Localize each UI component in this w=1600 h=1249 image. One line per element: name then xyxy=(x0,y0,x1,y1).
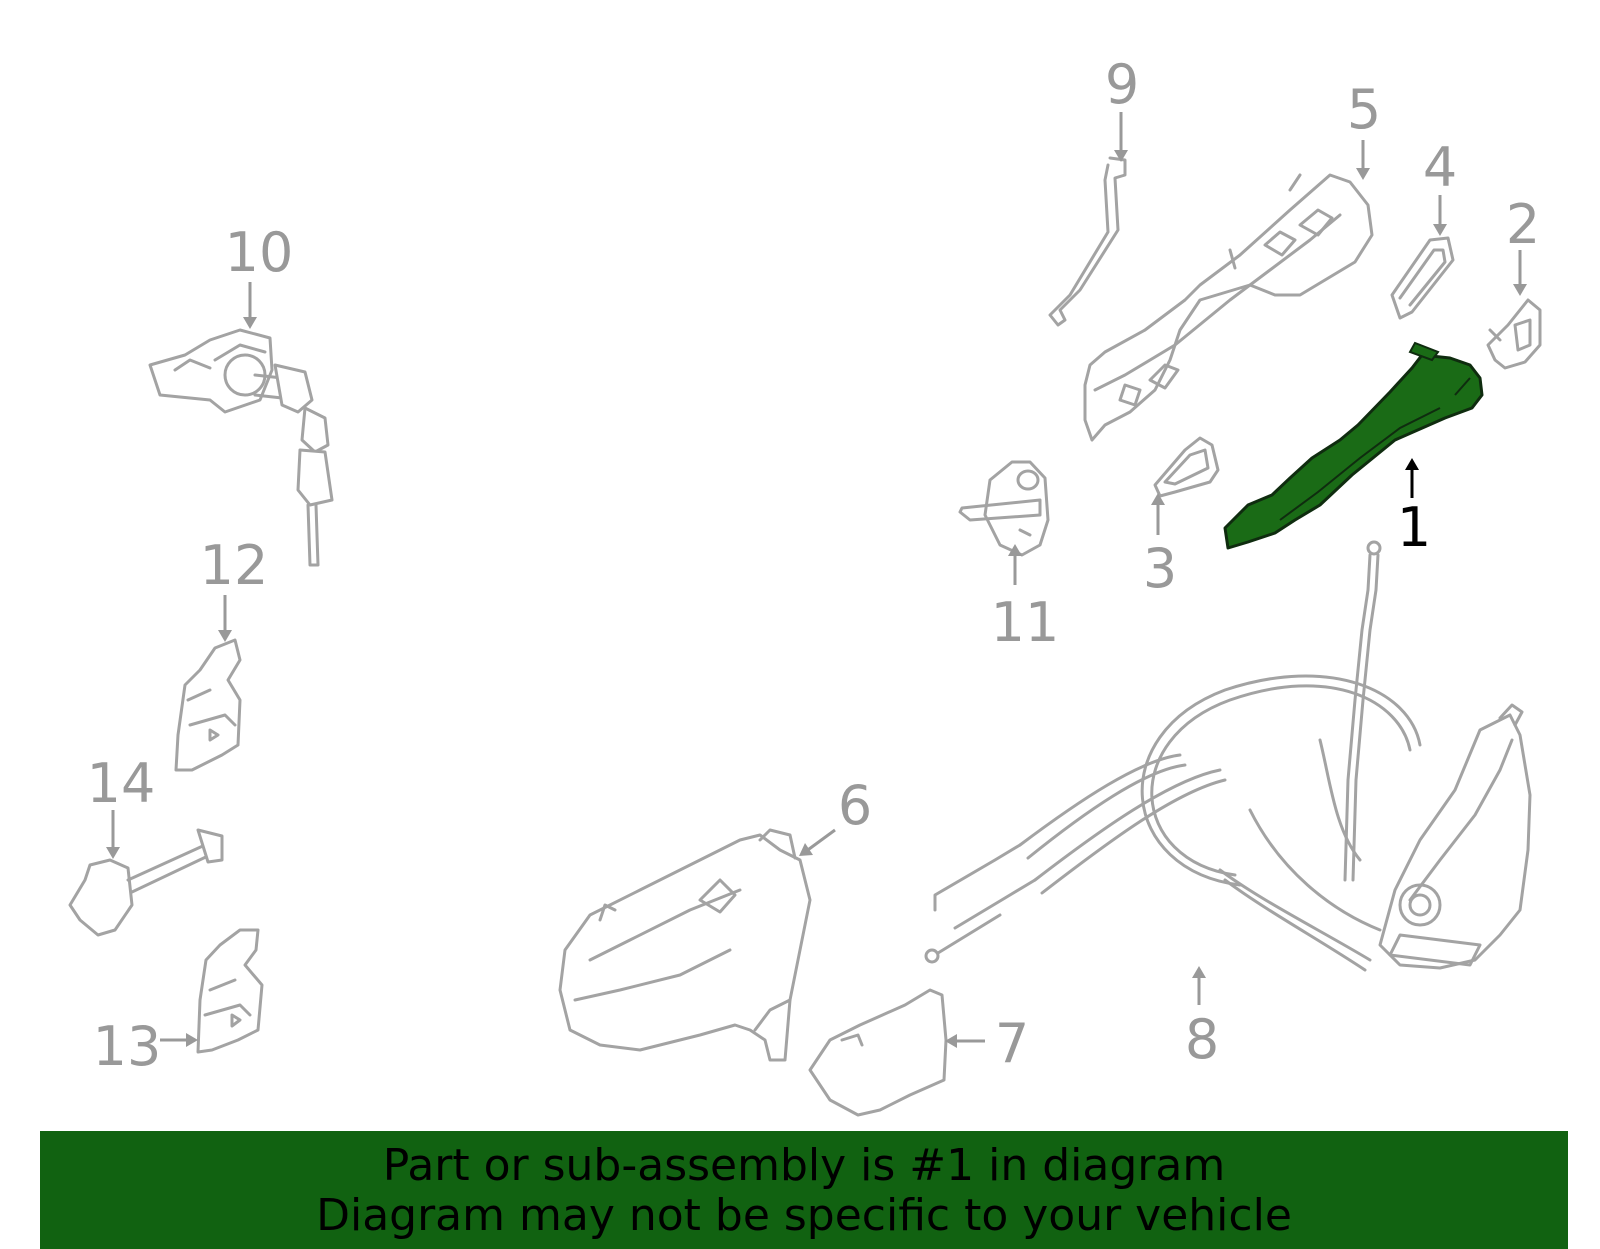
callout-14: 14 xyxy=(87,752,156,815)
callout-5: 5 xyxy=(1347,78,1381,141)
part-2-cap xyxy=(1486,298,1542,370)
part-7-trim-cover xyxy=(808,988,948,1117)
callout-11: 11 xyxy=(991,591,1060,654)
callout-6: 6 xyxy=(838,774,872,837)
part-12-bracket xyxy=(174,638,242,772)
callout-10: 10 xyxy=(225,221,294,284)
part-6-interior-handle xyxy=(558,828,812,1062)
part-14-door-check xyxy=(68,828,224,937)
part-10-lock-cylinder xyxy=(148,328,334,567)
part-3-gasket xyxy=(1153,436,1220,498)
part-11-striker xyxy=(958,460,1050,557)
part-8-lock-actuator xyxy=(924,540,1532,972)
part-13-bracket xyxy=(196,928,264,1054)
part-5-handle-carrier xyxy=(1083,173,1374,442)
callout-9: 9 xyxy=(1105,53,1139,116)
callout-7: 7 xyxy=(995,1012,1029,1075)
callout-2: 2 xyxy=(1506,193,1540,256)
part-9-rod xyxy=(1048,156,1127,327)
callout-12: 12 xyxy=(200,534,269,597)
part-4-cap xyxy=(1390,236,1455,320)
part-1-outside-handle xyxy=(1223,341,1484,550)
callout-13: 13 xyxy=(93,1015,162,1078)
callout-3: 3 xyxy=(1143,537,1177,600)
banner-line-2: Diagram may not be specific to your vehi… xyxy=(316,1190,1292,1241)
banner-line-1: Part or sub-assembly is #1 in diagram xyxy=(382,1140,1226,1191)
handle-body xyxy=(1223,353,1484,550)
leader-lines xyxy=(106,112,1527,1048)
callout-4: 4 xyxy=(1423,136,1457,199)
callout-1: 1 xyxy=(1397,496,1431,559)
callout-8: 8 xyxy=(1185,1008,1219,1071)
handle-tab xyxy=(1408,341,1440,362)
info-banner: Part or sub-assembly is #1 in diagram Di… xyxy=(40,1131,1568,1249)
